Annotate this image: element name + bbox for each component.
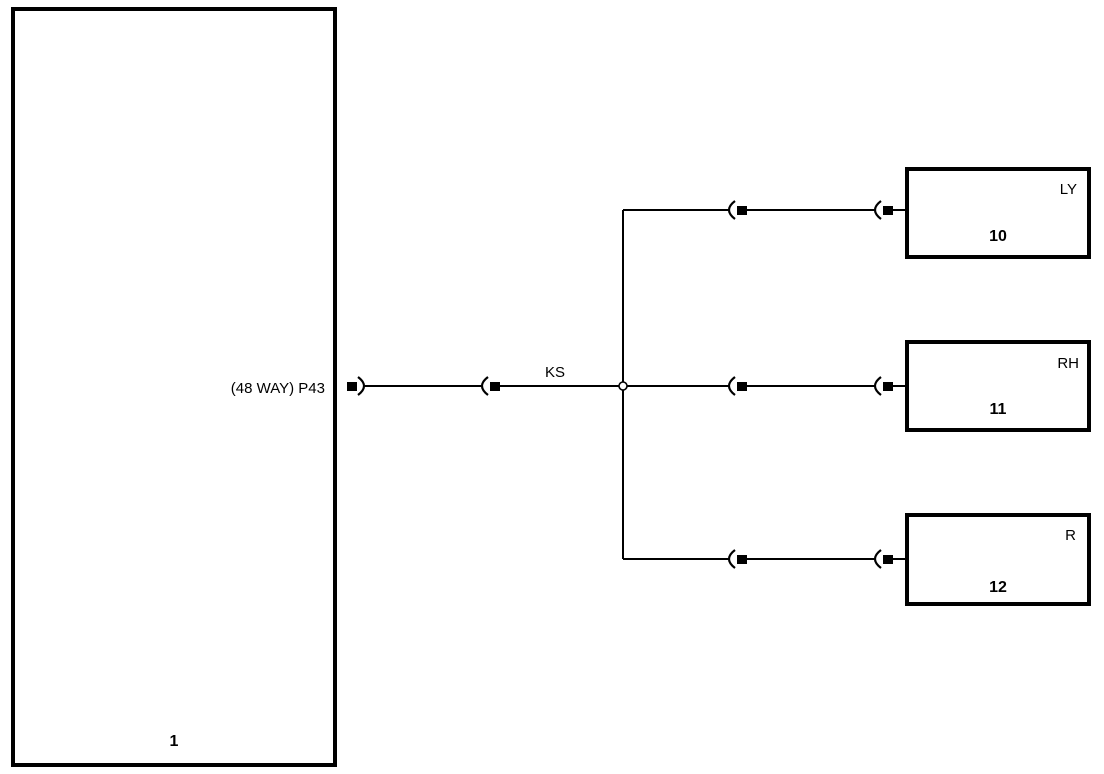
wire-label-ks: KS — [545, 364, 565, 381]
main-unit-connector-label: (48 WAY) P43 — [231, 380, 325, 397]
component-11-code: RH — [1057, 355, 1079, 372]
main-unit-box — [11, 7, 337, 767]
component-11-number: 11 — [990, 401, 1007, 418]
connector-p43 — [347, 376, 366, 396]
inline-connector-11 — [727, 376, 747, 396]
main-unit-number: 1 — [170, 733, 179, 750]
component-10-box — [905, 167, 1091, 259]
inline-connector-10 — [727, 200, 747, 220]
connector-11 — [873, 376, 893, 396]
inline-connector-12 — [727, 549, 747, 569]
component-12-box — [905, 513, 1091, 606]
component-12-number: 12 — [989, 579, 1007, 596]
connector-10 — [873, 200, 893, 220]
splice-junction — [618, 381, 628, 391]
component-12-code: R — [1065, 527, 1076, 544]
component-11-box — [905, 340, 1091, 432]
connector-12 — [873, 549, 893, 569]
component-10-number: 10 — [989, 228, 1007, 245]
component-10-code: LY — [1060, 181, 1077, 198]
inline-connector-trunk — [480, 376, 500, 396]
